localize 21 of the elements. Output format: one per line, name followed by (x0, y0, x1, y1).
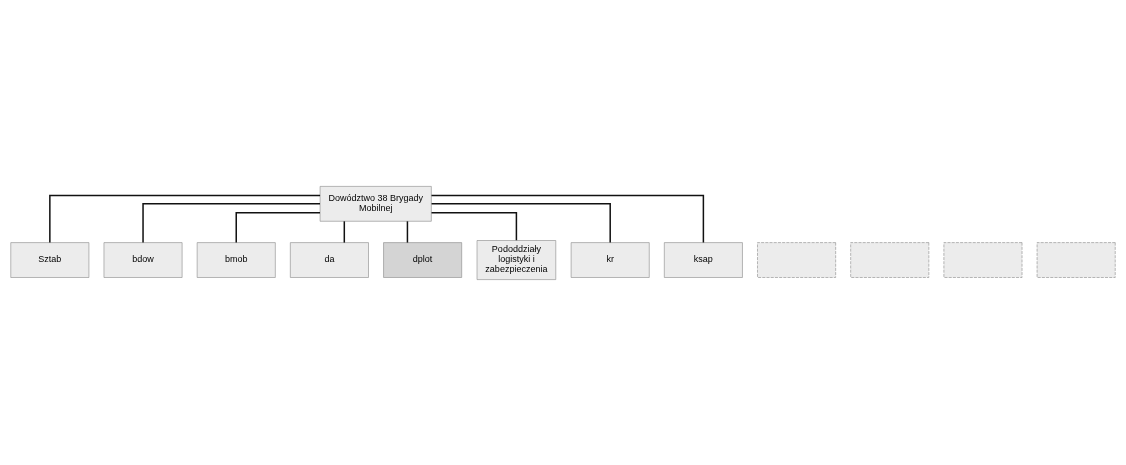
node-box (850, 241, 930, 278)
connector (235, 211, 321, 243)
node-box (943, 241, 1023, 278)
connector (430, 194, 705, 243)
connector (49, 194, 321, 243)
node-box (1036, 241, 1116, 278)
node-box: Pododdziały logistyki i zabezpieczenia (476, 239, 557, 280)
node-box: dplot (383, 241, 462, 278)
node-box: bdow (103, 241, 183, 278)
node-box: bmob (196, 241, 276, 278)
connector (430, 202, 611, 243)
node-box (757, 241, 836, 278)
connector (343, 220, 346, 243)
node-box: ksap (664, 241, 743, 278)
connector (430, 211, 518, 241)
node-box: Sztab (10, 241, 90, 278)
connector (142, 202, 321, 243)
node-box: da (290, 241, 369, 278)
connector (406, 220, 409, 243)
node-box: Dowództwo 38 Brygady Mobilnej (319, 185, 432, 222)
node-box: kr (570, 241, 650, 278)
